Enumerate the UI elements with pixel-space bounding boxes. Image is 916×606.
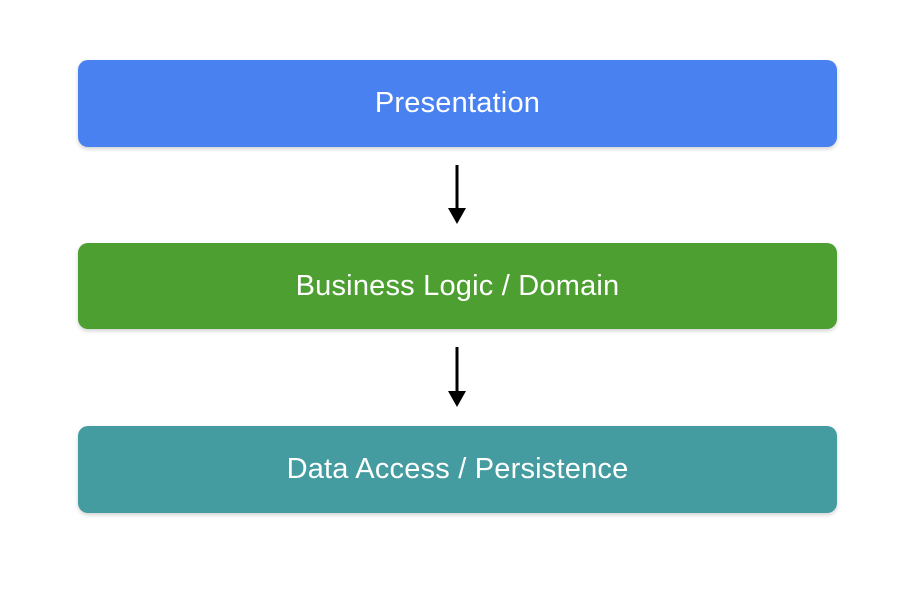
layer-label-presentation: Presentation — [374, 87, 541, 119]
layer-node-data-access: Data Access / Persistence — [78, 426, 837, 513]
layer-node-business-logic: Business Logic / Domain — [78, 243, 837, 329]
layer-label-data-access: Data Access / Persistence — [286, 453, 629, 485]
down-arrow-icon — [446, 347, 468, 407]
layer-label-business-logic: Business Logic / Domain — [295, 269, 620, 302]
layer-node-presentation: Presentation — [78, 60, 837, 147]
down-arrow-icon — [446, 165, 468, 224]
